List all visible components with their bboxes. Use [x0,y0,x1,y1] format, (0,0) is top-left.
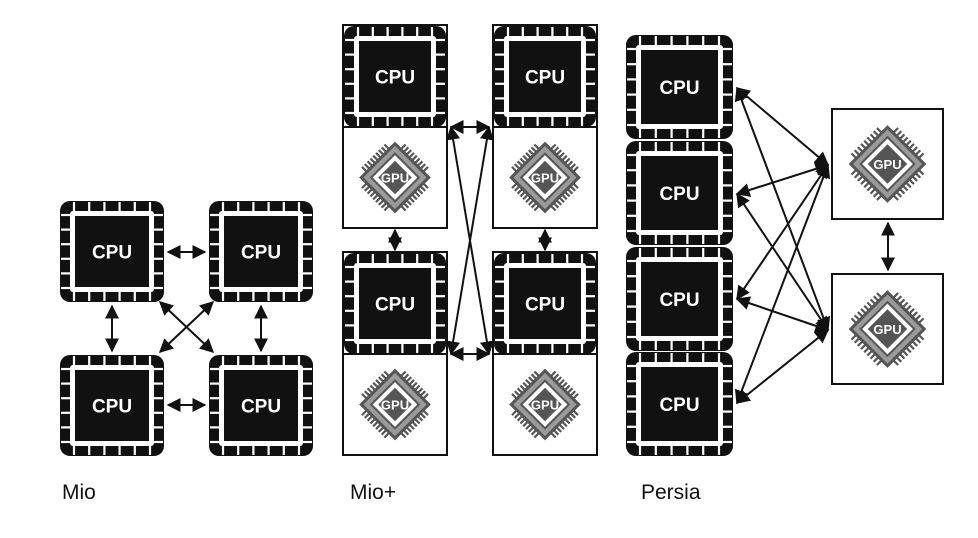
connection-arrow [735,162,830,197]
cpu-label: CPU [659,184,699,205]
gpu-label: GPU [531,398,559,413]
gpu-label: GPU [381,398,409,413]
connection-arrow [736,192,829,332]
mio-plus-gpu: GPU [509,141,581,214]
cpu-label: CPU [241,243,281,264]
gpu-label: GPU [531,171,559,186]
mio-cpu-1: CPU [60,201,164,302]
mio-cpu-3: CPU [60,355,164,456]
mio-plus-gpu: GPU [359,141,431,214]
mio-plus-cpu: CPU [494,26,596,127]
connection-arrow [446,125,494,356]
connections [105,86,895,412]
connection-arrow [158,301,215,353]
gpu-label: GPU [873,157,901,172]
persia-cpu-1: CPU [626,35,733,139]
caption-mio: Mio [62,481,96,504]
persia-cpu-3: CPU [626,247,733,351]
mio-plus-cpu: CPU [344,26,446,127]
gpu-label: GPU [873,322,901,337]
persia-gpu-1: GPU [831,108,944,220]
cpu-label: CPU [525,68,565,89]
gpu-label: GPU [381,171,409,186]
connection-arrow [736,163,829,301]
mio-plus-gpu: GPU [509,368,581,441]
mio-cpu-4: CPU [209,355,313,456]
connection-arrow [735,329,830,404]
cpu-label: CPU [375,68,415,89]
cpu-label: CPU [659,78,699,99]
chips: CPU CPU CPU CPU CPU GPU CPU GPU CPU GPU CPU GPU CPU C… [60,24,944,456]
persia-cpu-4: CPU [626,352,733,456]
persia-gpu-2: GPU [831,273,944,385]
cpu-label: CPU [92,397,132,418]
caption-persia: Persia [641,481,701,504]
caption-mio-plus: Mio+ [350,481,397,504]
mio-plus-cpu: CPU [494,253,596,354]
persia-cpu-2: CPU [626,141,733,245]
connection-arrow [735,296,830,333]
cpu-label: CPU [659,290,699,311]
mio-cpu-2: CPU [209,201,313,302]
cpu-label: CPU [525,295,565,316]
mio-plus-gpu: GPU [359,368,431,441]
cpu-label: CPU [241,397,281,418]
cpu-label: CPU [92,243,132,264]
connection-arrow [734,86,831,332]
cpu-label: CPU [375,295,415,316]
mio-plus-cpu: CPU [344,253,446,354]
cpu-label: CPU [659,395,699,416]
